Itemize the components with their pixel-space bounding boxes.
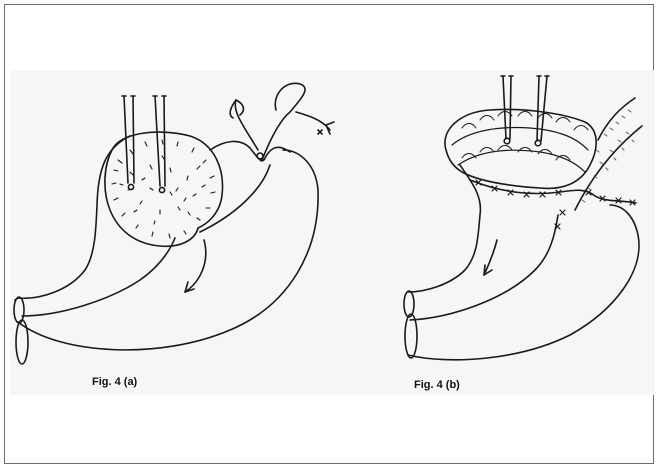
caption-fig-4b: Fig. 4 (b)	[414, 379, 460, 391]
stomach-lesser-curve-a	[22, 238, 175, 316]
stomach-outline-b	[408, 205, 639, 360]
duodenum-end-a	[14, 297, 24, 323]
panel-b-sketch	[404, 76, 642, 360]
suture-line-b	[470, 180, 636, 203]
fundus-outline-a	[210, 141, 290, 160]
duodenum-lumen-a	[16, 320, 28, 364]
duodenum-end-b	[404, 291, 414, 317]
arrow-b	[484, 240, 497, 275]
omental-band-b	[575, 98, 642, 210]
panel-a-sketch	[14, 83, 334, 364]
caption-fig-4a: Fig. 4 (a)	[92, 376, 137, 388]
stomach-inner-curve-b	[408, 165, 480, 292]
traction-threads-b	[503, 76, 547, 141]
